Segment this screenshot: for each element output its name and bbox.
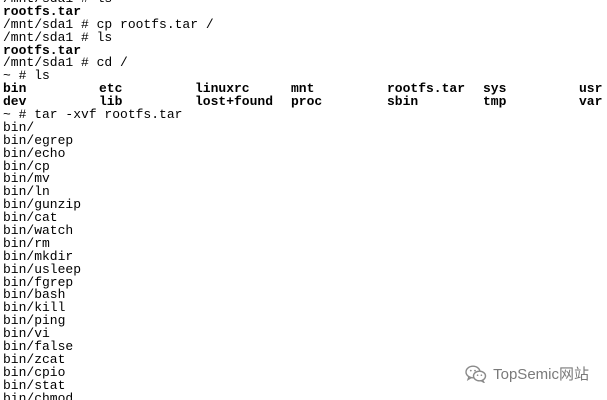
ls-output-row: dev lib lost+found proc sbin tmp var <box>0 94 607 110</box>
tar-output-line: bin/fgrep <box>3 274 74 290</box>
tar-output-line: bin/watch <box>3 223 74 239</box>
tar-output-line: bin/rm <box>3 235 50 251</box>
tar-output-line: bin/zcat <box>3 351 66 367</box>
tar-output-line: bin/cat <box>3 210 58 226</box>
tar-output-line: bin/mv <box>3 171 50 187</box>
watermark-text: TopSemic网站 <box>493 366 589 383</box>
ls-entry: usr <box>579 81 603 97</box>
tar-output-line: bin/bash <box>3 287 66 303</box>
wechat-icon <box>465 364 487 384</box>
ls-entry: sbin <box>387 94 419 110</box>
tar-output-line: bin/vi <box>3 326 50 342</box>
ls-entry: dev <box>3 94 27 110</box>
ls-entry: linuxrc <box>195 81 250 97</box>
ls-entry: tmp <box>483 94 507 110</box>
tar-output-line: bin/cp <box>3 158 50 174</box>
output-line: rootfs.tar <box>3 42 82 58</box>
ls-entry: lib <box>99 94 123 110</box>
ls-entry: rootfs.tar <box>387 81 466 97</box>
tar-output-line: bin/chmod <box>3 390 74 400</box>
ls-output-row: bin etc linuxrc mnt rootfs.tar sys usr <box>0 81 607 97</box>
tar-output-line: bin/egrep <box>3 132 74 148</box>
tar-output-line: bin/cpio <box>3 364 66 380</box>
tar-output-line: bin/kill <box>3 300 66 316</box>
tar-command-line: ~ # tar -xvf rootfs.tar <box>3 107 183 123</box>
tar-output-line: bin/usleep <box>3 261 82 277</box>
command-line: /mnt/sda1 # cd / <box>3 55 128 71</box>
tar-output-line: bin/mkdir <box>3 248 74 264</box>
ls-entry: var <box>579 94 603 110</box>
command-line: /mnt/sda1 # ls <box>0 0 607 6</box>
ls-entry: mnt <box>291 81 315 97</box>
tar-output-line: bin/gunzip <box>3 197 82 213</box>
ls-entry: proc <box>291 94 323 110</box>
tar-output-line: bin/ping <box>3 313 66 329</box>
command-line: /mnt/sda1 # ls <box>3 29 113 45</box>
ls-entry: sys <box>483 81 507 97</box>
tar-output-line: bin/echo <box>3 145 66 161</box>
ls-entry: bin <box>3 81 27 97</box>
tar-output-line: bin/stat <box>3 377 66 393</box>
command-line: /mnt/sda1 # cp rootfs.tar / <box>3 16 214 32</box>
ls-entry: etc <box>99 81 123 97</box>
tar-output-line: bin/false <box>3 339 74 355</box>
output-line: rootfs.tar <box>3 3 82 19</box>
tar-output-line: bin/ <box>3 119 35 135</box>
watermark: TopSemic网站 <box>465 363 589 384</box>
tar-output-line: bin/ln <box>3 184 50 200</box>
command-line: ~ # ls <box>3 68 50 84</box>
ls-entry: lost+found <box>195 94 274 110</box>
